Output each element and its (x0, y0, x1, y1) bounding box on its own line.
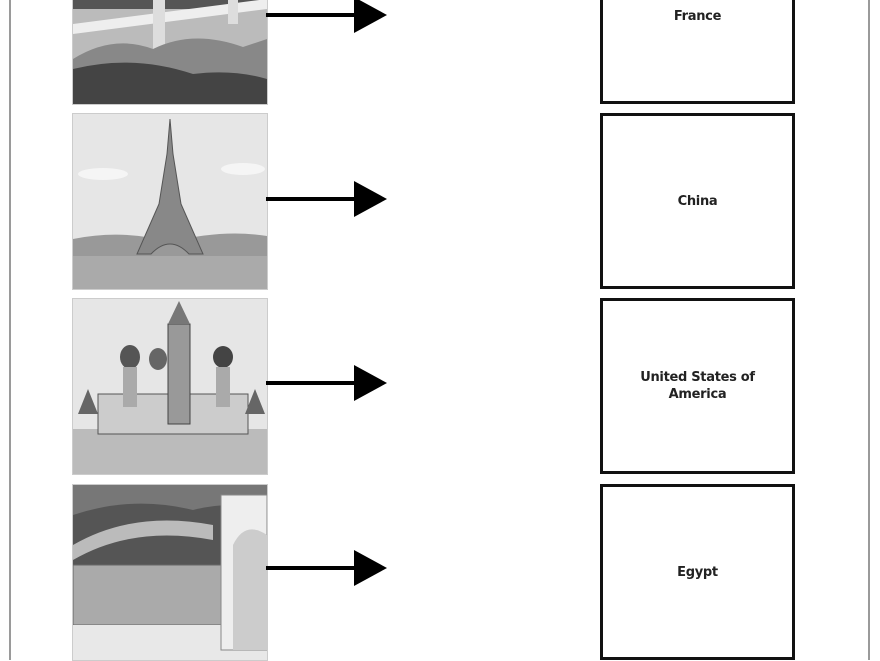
country-label: China (677, 193, 718, 209)
arrow-icon (266, 365, 388, 401)
country-label: United States of America (640, 370, 755, 402)
arrow-icon (266, 0, 388, 33)
answer-box[interactable]: Egypt (600, 484, 795, 660)
eiffel-tower-image (72, 113, 268, 290)
country-label: Egypt (677, 564, 718, 580)
arrow-icon (266, 550, 388, 586)
page-border-left (9, 0, 11, 660)
page-border-right (868, 0, 870, 660)
great-wall-of-china-image (72, 484, 268, 661)
arrow-icon (266, 181, 388, 217)
answer-box[interactable]: United States of America (600, 298, 795, 474)
answer-box[interactable]: China (600, 113, 795, 289)
st-basils-cathedral-image (72, 298, 268, 475)
country-label: France (673, 8, 722, 24)
golden-gate-bridge-image (72, 0, 268, 105)
answer-box[interactable]: France (600, 0, 795, 104)
